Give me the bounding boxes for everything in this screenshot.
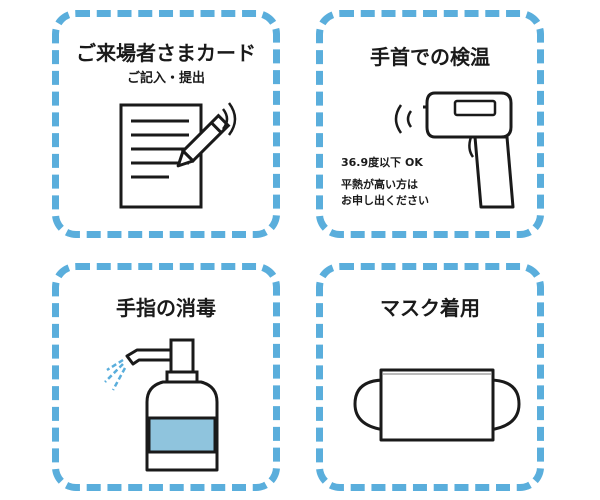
temperature-note-line2: お申し出ください: [341, 194, 429, 207]
temperature-card-title: 手首での検温: [370, 45, 490, 69]
sanitizer-spray-bottle-icon: [104, 338, 219, 472]
temperature-note-line1: 平熱が高い方は: [341, 178, 418, 191]
mask-card-panel: マスク着用: [316, 263, 544, 491]
mask-card-title: マスク着用: [380, 296, 480, 320]
visitor-card-title: ご来場者さまカード: [76, 41, 256, 65]
hand-sanitize-card-panel: 手指の消毒: [52, 263, 280, 491]
temperature-card-panel: 手首での検温 36.9度以下 OK 平熱が高い方は お申し出ください: [316, 10, 544, 238]
hand-sanitize-card-title: 手指の消毒: [116, 296, 216, 320]
face-mask-icon: [353, 368, 521, 442]
document-pen-icon: [119, 102, 237, 209]
temperature-threshold-text: 36.9度以下 OK: [341, 156, 423, 169]
visitor-card-panel: ご来場者さまカード ご記入・提出: [52, 10, 280, 238]
visitor-card-subtitle: ご記入・提出: [126, 71, 205, 86]
thermometer-gun-icon: [394, 91, 515, 209]
